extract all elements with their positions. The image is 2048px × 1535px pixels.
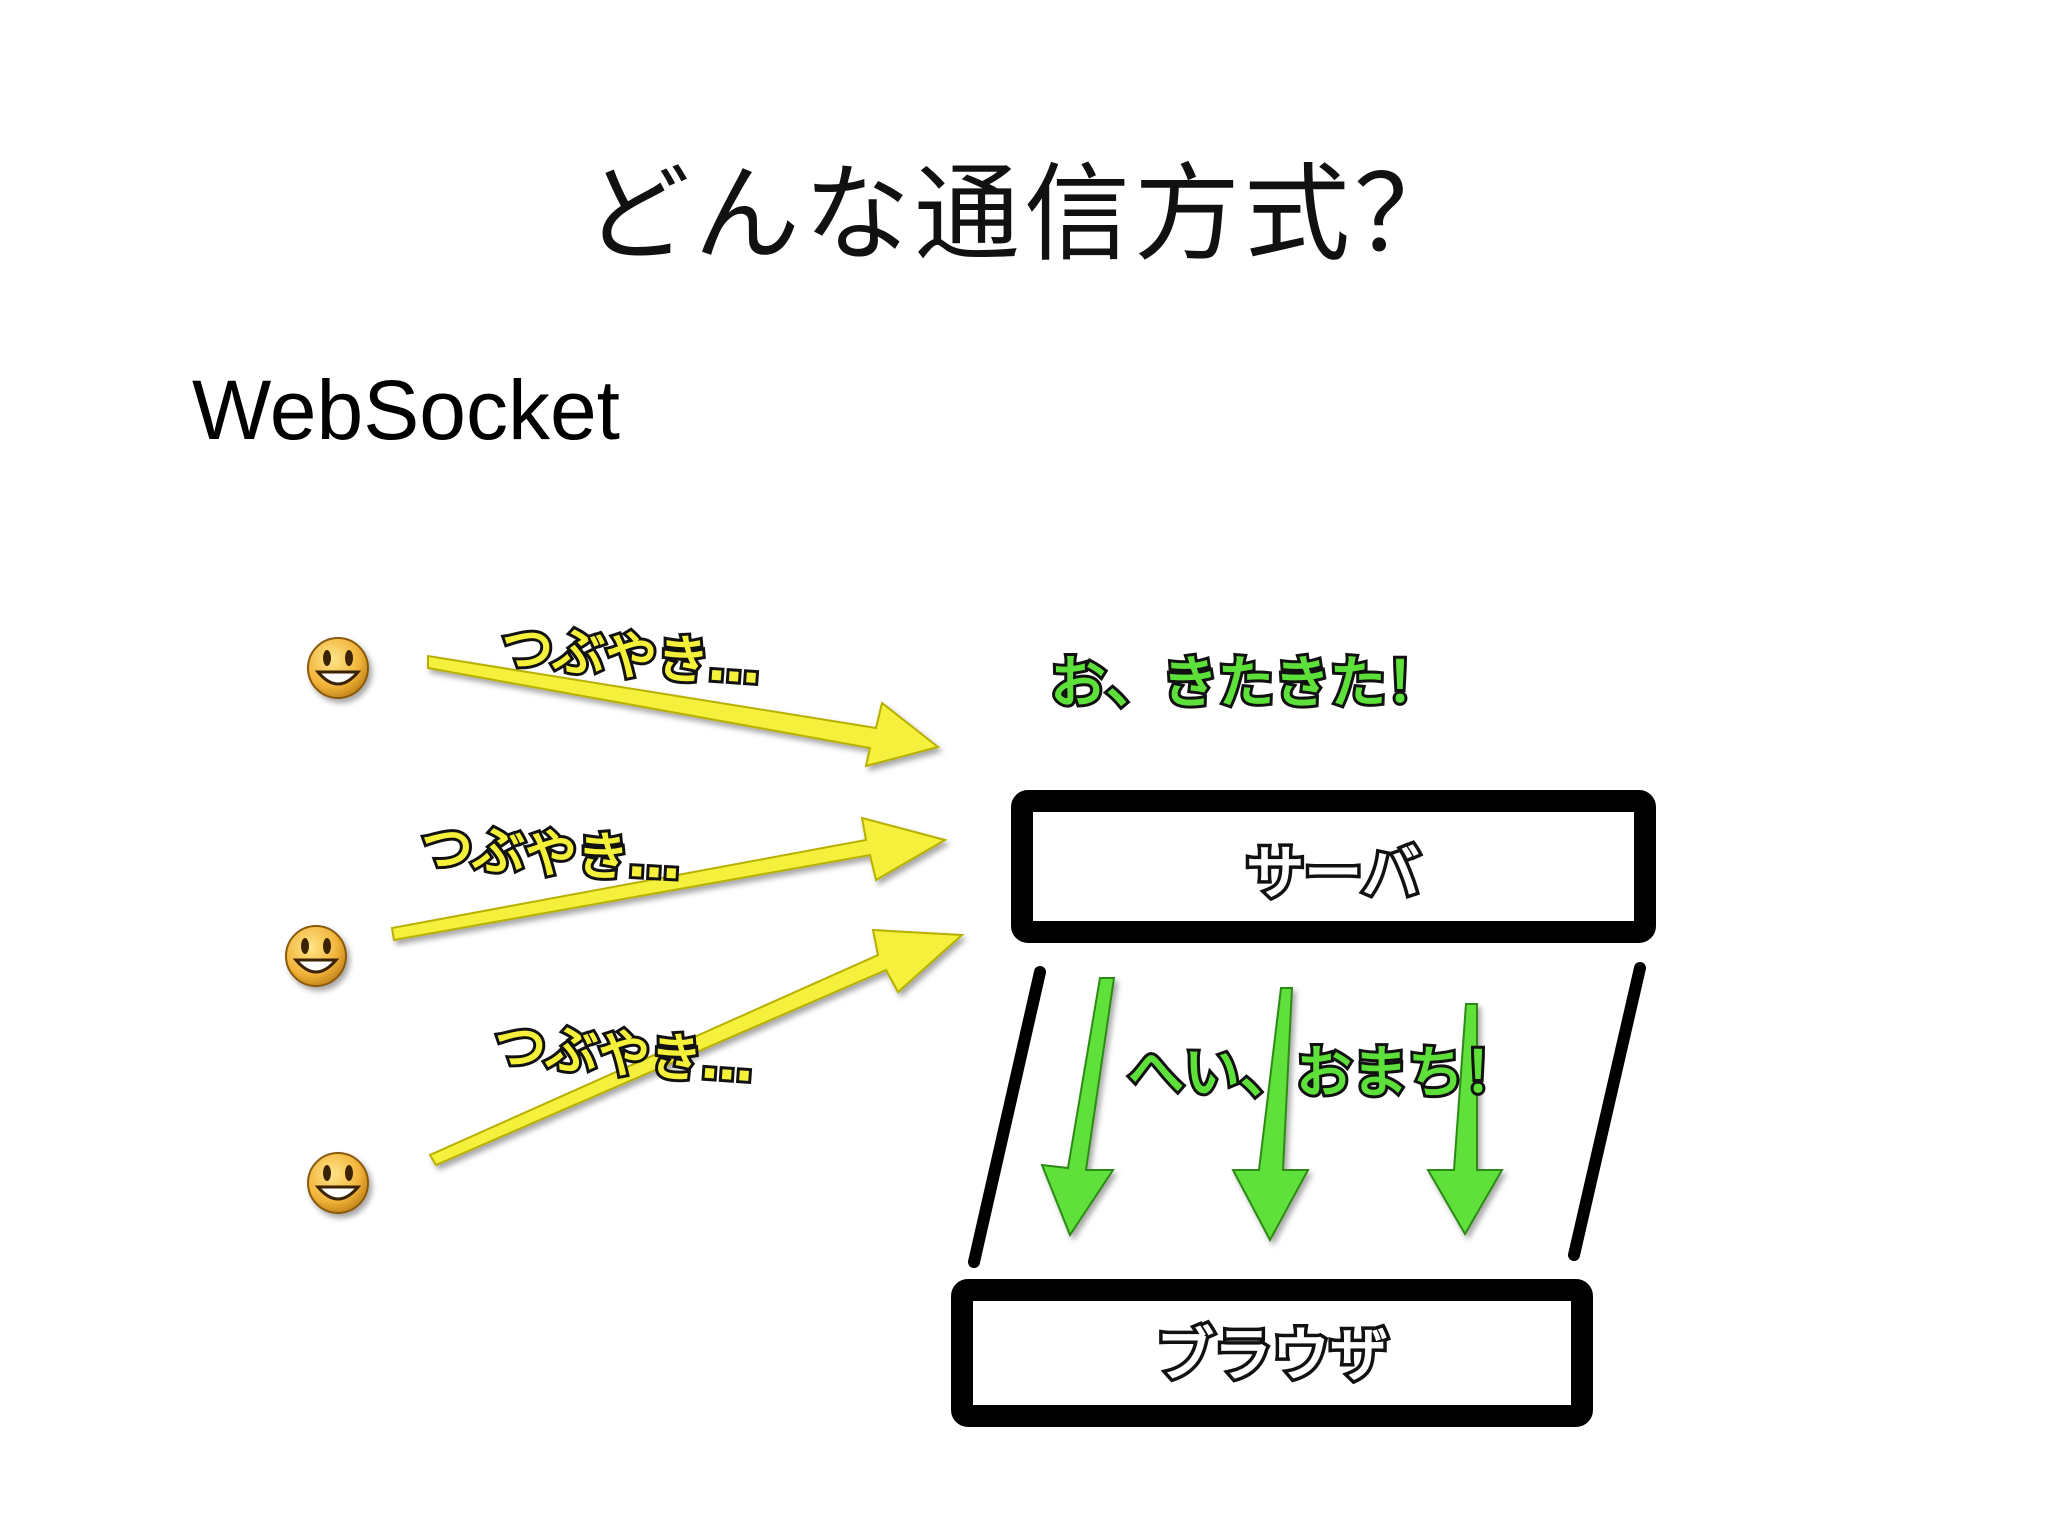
tweet-arrow-1 bbox=[427, 654, 941, 768]
push-arrow-2 bbox=[1231, 987, 1310, 1243]
tweet-arrow-2 bbox=[390, 816, 948, 942]
user-3-smiley-icon bbox=[307, 1152, 369, 1214]
user-1-smiley-icon bbox=[307, 637, 369, 699]
slide-subtitle: WebSocket bbox=[192, 363, 620, 457]
browser-label: ブラウザ bbox=[1156, 1321, 1388, 1389]
slide-title: どんな通信方式？ bbox=[584, 153, 1464, 276]
push-arrow-1 bbox=[1040, 977, 1116, 1238]
push-arrow-3 bbox=[1426, 1003, 1504, 1236]
server-box bbox=[1011, 790, 1656, 943]
server-label: サーバ bbox=[1246, 839, 1419, 907]
server-reply-label: へい、おまち！ bbox=[1128, 1041, 1520, 1106]
left-connector-line bbox=[968, 966, 1046, 1268]
tweet-arrow-3 bbox=[428, 928, 965, 1167]
right-connector-line bbox=[1568, 962, 1646, 1261]
server-reaction-label: お、きたきた！ bbox=[1050, 651, 1442, 716]
user-2-smiley-icon bbox=[285, 925, 347, 987]
tweet-label-2: つぶやき… bbox=[419, 818, 682, 892]
browser-box bbox=[951, 1279, 1593, 1427]
